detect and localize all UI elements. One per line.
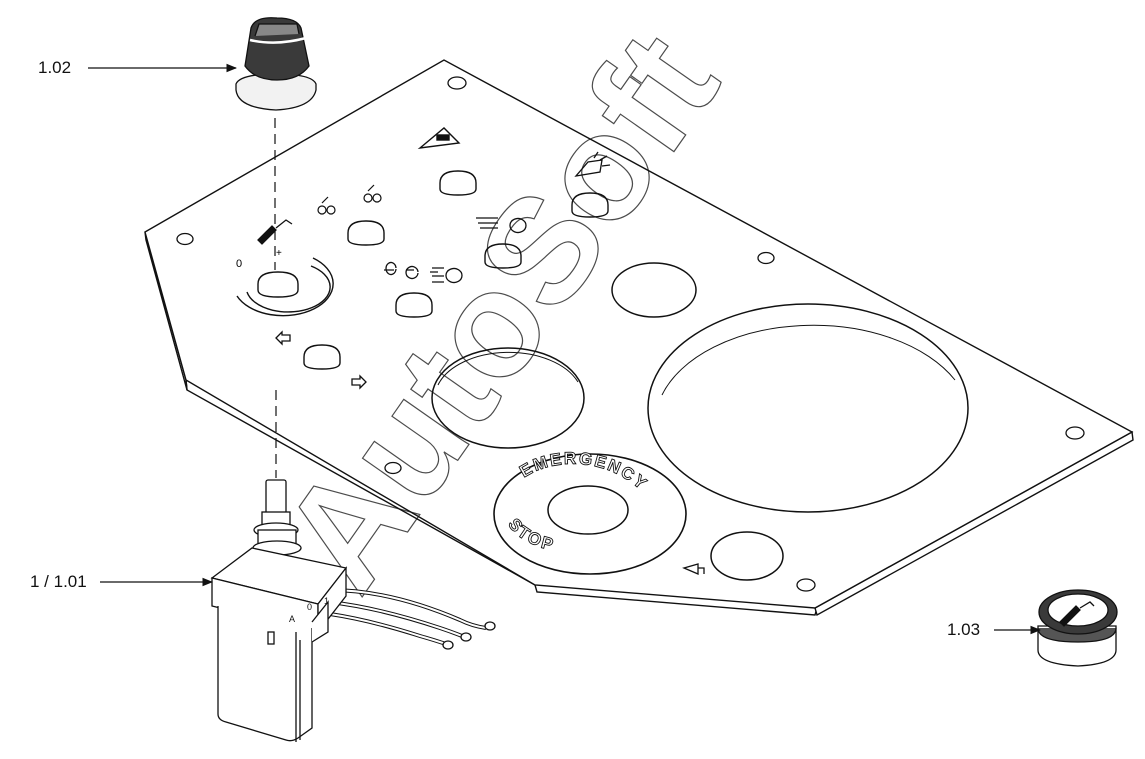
rotary-knob-1-02: [235, 17, 317, 111]
mounting-holes: [176, 76, 1085, 592]
parking-headlight-icon: [384, 261, 463, 284]
fog-light-front-icon: [317, 196, 336, 215]
switch-position-labels: A 0 1: [289, 596, 329, 624]
callout-cap: 1.03: [947, 620, 981, 639]
button-cap-1-03: [1037, 589, 1118, 667]
gauge-cutouts: [431, 262, 969, 581]
beacon-icon: [574, 151, 611, 177]
headlight-high-icon: [476, 217, 527, 234]
switch-pos-1: 1: [324, 596, 329, 606]
hazard-triangle-icon: [417, 127, 461, 149]
assembly-axis-lines: [274, 118, 277, 478]
switch-pos-a: A: [289, 614, 295, 624]
callout-switch: 1 / 1.01: [30, 572, 87, 591]
small-gauge-hole: [611, 262, 697, 318]
callout-leaders: [88, 63, 1042, 635]
switch-pos-0: 0: [307, 602, 312, 612]
medium-gauge-hole: [431, 347, 585, 449]
wiper-icon: [257, 219, 293, 245]
arrow-left-icon: [275, 330, 291, 346]
wiper-off-label: 0: [236, 258, 242, 270]
horn-icon: [682, 563, 705, 575]
arrow-right-icon: [351, 374, 367, 390]
switch-holes: [257, 170, 609, 370]
wiper-scale-arc: [236, 257, 334, 317]
rotary-switch-body: [210, 479, 496, 742]
callout-knob: 1.02: [38, 58, 72, 77]
fog-light-rear-icon: [363, 184, 382, 203]
horn-button-hole: [710, 531, 784, 581]
wiper-plus-label: +: [276, 248, 282, 259]
emergency-stop-ring: EMERGENCY STOP: [493, 448, 687, 575]
large-gauge-hole: [647, 303, 969, 513]
